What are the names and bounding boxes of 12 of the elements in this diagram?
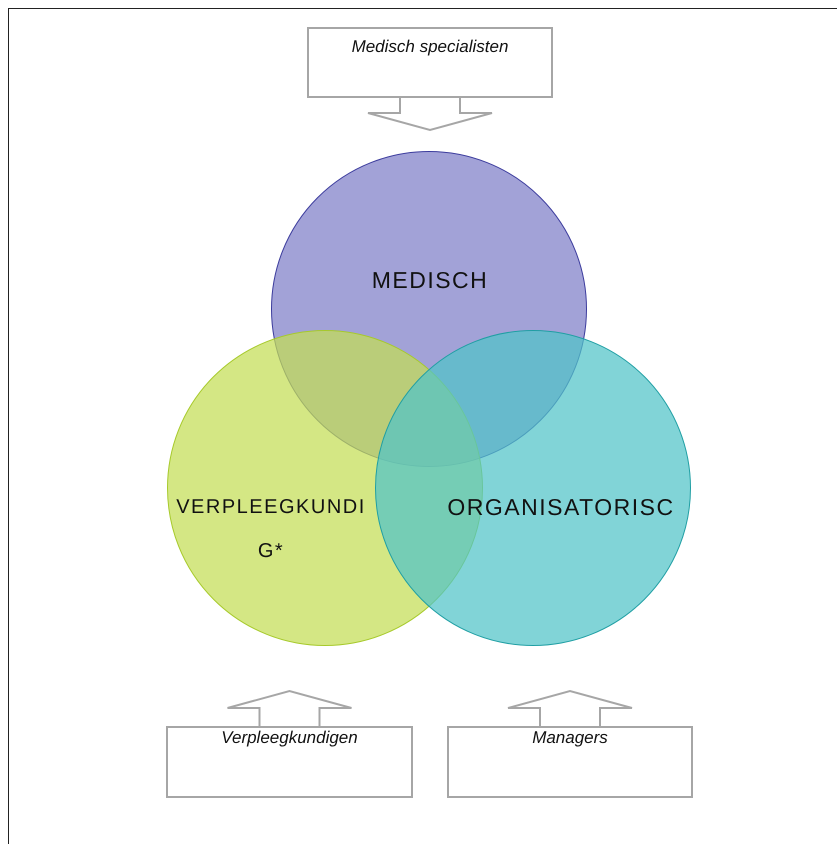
callout-box: [447, 726, 693, 798]
circle-label: ORGANISATORISC: [446, 493, 676, 522]
block-arrow: [507, 690, 633, 727]
block-arrow: [226, 690, 352, 727]
callout-label: Managers: [532, 728, 608, 748]
callout-label: Medisch specialisten: [352, 37, 508, 57]
circle-label: MEDISCH: [370, 266, 490, 295]
callout-label: Verpleegkundigen: [221, 728, 358, 748]
callout-box: [166, 726, 413, 798]
callout-box: [307, 27, 553, 98]
block-arrow: [367, 97, 493, 132]
circle-label: VERPLEEGKUNDIG*: [176, 495, 366, 564]
